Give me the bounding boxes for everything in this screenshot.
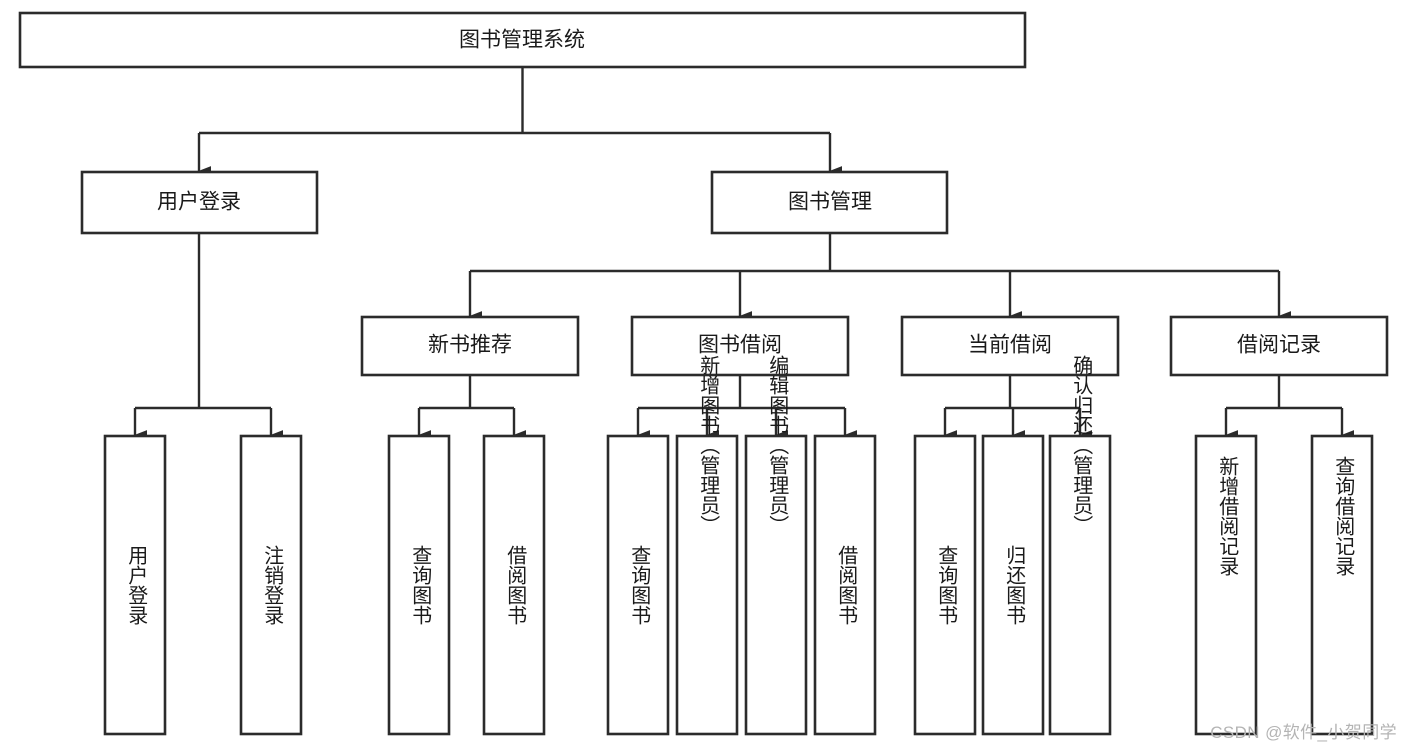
leaf-user-login[interactable]: 用户登录 (103, 434, 167, 736)
leaf-edit-book-box[interactable] (744, 434, 808, 736)
leaf-confirm-return-label: 确认归还（管理员） (1070, 355, 1093, 535)
node-new-book-rec-box[interactable] (360, 315, 580, 377)
connector-layer (133, 67, 1354, 440)
node-new-book-rec[interactable]: 新书推荐 (360, 315, 580, 377)
node-book-borrow-label: 图书借阅 (698, 334, 782, 357)
node-book-manage[interactable]: 图书管理 (710, 170, 949, 235)
leaf-query-book-1-box[interactable] (387, 434, 451, 736)
node-book-borrow[interactable]: 图书借阅 (630, 315, 850, 377)
node-borrow-record-label: 借阅记录 (1237, 334, 1321, 357)
node-current-borrow-box[interactable] (900, 315, 1120, 377)
leaf-query-book-3-box[interactable] (913, 434, 977, 736)
node-user-login-label: 用户登录 (157, 191, 241, 214)
leaf-add-record-label: 新增借阅记录 (1216, 456, 1239, 576)
node-book-manage-box[interactable] (710, 170, 949, 235)
leaf-query-record[interactable]: 查询借阅记录 (1310, 434, 1374, 736)
leaf-borrow-book-1[interactable]: 借阅图书 (482, 434, 546, 736)
leaf-add-book[interactable]: 新增图书（管理员） (675, 355, 739, 736)
leaf-query-book-2-box[interactable] (606, 434, 670, 736)
node-book-borrow-box[interactable] (630, 315, 850, 377)
leaf-return-book-box[interactable] (981, 434, 1045, 736)
leaf-query-book-3-label: 查询图书 (935, 545, 958, 625)
leaf-user-login-label: 用户登录 (125, 545, 148, 625)
leaf-borrow-book-2-label: 借阅图书 (835, 545, 858, 625)
leaf-borrow-book-1-box[interactable] (482, 434, 546, 736)
leaf-user-login-box[interactable] (103, 434, 167, 736)
leaf-borrow-book-1-label: 借阅图书 (504, 545, 527, 625)
node-user-login-box[interactable] (80, 170, 319, 235)
leaf-edit-book-label: 编辑图书（管理员） (766, 355, 789, 535)
leaf-return-book-label: 归还图书 (1003, 545, 1026, 625)
node-user-login[interactable]: 用户登录 (80, 170, 319, 235)
leaf-return-book[interactable]: 归还图书 (981, 434, 1045, 736)
node-new-book-rec-label: 新书推荐 (428, 334, 512, 357)
leaf-query-book-1-label: 查询图书 (409, 545, 432, 625)
leaf-confirm-return-box[interactable] (1048, 434, 1112, 736)
leaf-add-book-box[interactable] (675, 434, 739, 736)
leaf-edit-book[interactable]: 编辑图书（管理员） (744, 355, 808, 736)
leaf-logout[interactable]: 注销登录 (239, 434, 303, 736)
leaf-borrow-book-2-box[interactable] (813, 434, 877, 736)
node-root[interactable]: 图书管理系统 (18, 11, 1027, 69)
leaf-borrow-book-2[interactable]: 借阅图书 (813, 434, 877, 736)
node-root-box[interactable] (18, 11, 1027, 69)
node-book-manage-label: 图书管理 (788, 191, 872, 214)
leaf-query-book-3[interactable]: 查询图书 (913, 434, 977, 736)
leaf-query-book-1[interactable]: 查询图书 (387, 434, 451, 736)
leaf-query-record-box[interactable] (1310, 434, 1374, 736)
leaf-add-book-label: 新增图书（管理员） (697, 355, 720, 535)
leaf-query-book-2-label: 查询图书 (628, 545, 651, 625)
csdn-watermark: CSDN @软件_小贺同学 (1210, 723, 1397, 742)
node-borrow-record[interactable]: 借阅记录 (1169, 315, 1389, 377)
leaf-logout-label: 注销登录 (261, 545, 284, 625)
leaf-query-record-label: 查询借阅记录 (1332, 456, 1355, 576)
leaf-logout-box[interactable] (239, 434, 303, 736)
leaf-add-record[interactable]: 新增借阅记录 (1194, 434, 1258, 736)
node-current-borrow-label: 当前借阅 (968, 334, 1052, 357)
leaf-add-record-box[interactable] (1194, 434, 1258, 736)
node-borrow-record-box[interactable] (1169, 315, 1389, 377)
node-root-label: 图书管理系统 (459, 29, 585, 52)
leaf-confirm-return[interactable]: 确认归还（管理员） (1048, 355, 1112, 736)
leaf-query-book-2[interactable]: 查询图书 (606, 434, 670, 736)
node-current-borrow[interactable]: 当前借阅 (900, 315, 1120, 377)
